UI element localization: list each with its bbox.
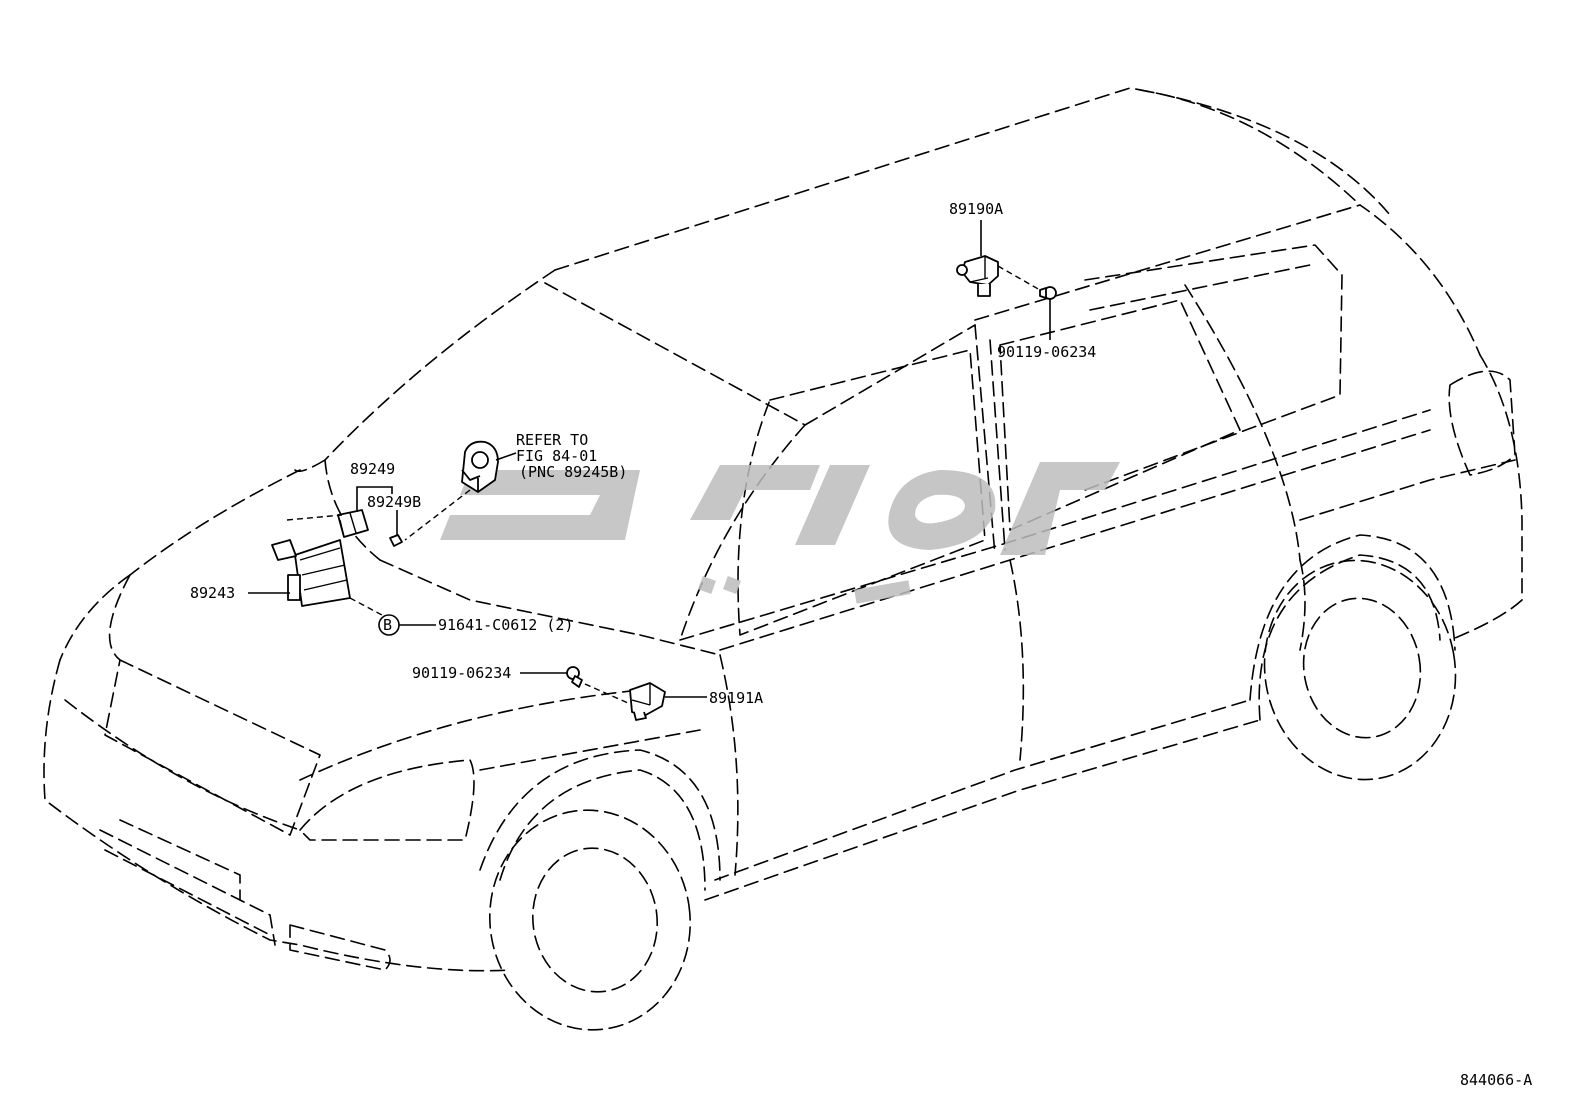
leader-89190a-bolt [997, 265, 1041, 291]
label-90119-06234-upper: 90119-06234 [997, 343, 1096, 361]
leader-reference [495, 452, 517, 461]
part-89191a-sensor[interactable] [629, 682, 666, 721]
drawing-number: 844066-A [1460, 1071, 1532, 1089]
part-90119-06234-lower-bolt[interactable] [566, 666, 583, 688]
part-89245b-reference-sensor[interactable] [461, 440, 499, 493]
label-89249: 89249 [350, 460, 395, 478]
watermark-logo [440, 462, 1120, 604]
leader-91641-dash [349, 597, 383, 616]
leader-89191a-dash [584, 683, 629, 704]
leader-89243-dash [286, 514, 343, 521]
leader-reference-dash [404, 489, 471, 541]
label-91641-c0612: 91641-C0612 (2) [438, 616, 573, 634]
leader-89249 [356, 486, 393, 512]
label-89191a: 89191A [709, 689, 763, 707]
part-89190a-sensor[interactable] [956, 255, 999, 297]
vehicle-outline [43, 87, 1523, 1031]
part-89243-ecu[interactable] [271, 539, 351, 607]
part-89249-connector[interactable] [337, 509, 369, 538]
reference-line1: REFER TO [516, 431, 588, 449]
label-89190a: 89190A [949, 200, 1003, 218]
reference-line2: FIG 84-01 [516, 447, 597, 465]
callout-b-letter: B [383, 616, 392, 634]
label-89243: 89243 [190, 584, 235, 602]
label-89249b: 89249B [367, 493, 421, 511]
part-90119-06234-upper-bolt[interactable] [1039, 286, 1057, 300]
reference-line3: (PNC 89245B) [519, 463, 627, 481]
part-89249b-clip[interactable] [389, 534, 403, 547]
label-90119-06234-lower: 90119-06234 [412, 664, 511, 682]
